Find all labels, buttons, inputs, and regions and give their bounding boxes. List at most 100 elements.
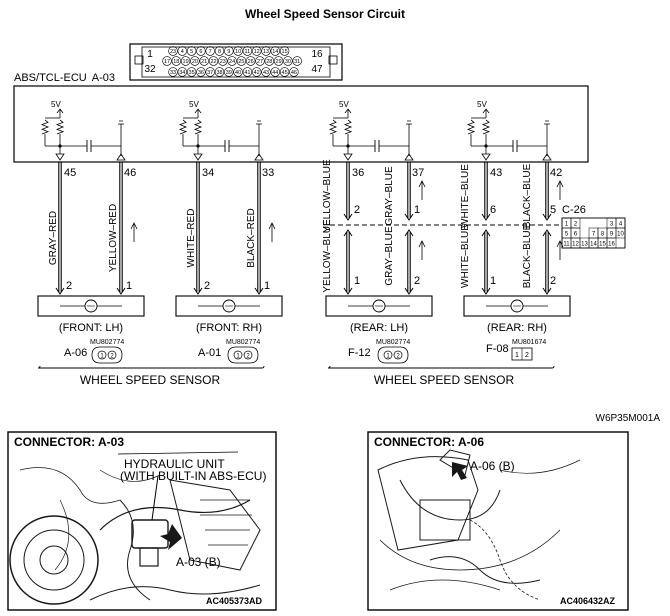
ecu-pin-number: 42 <box>254 70 260 76</box>
front-lh-pin-2: 2 <box>66 280 72 292</box>
ecu-terminal-34: 34 <box>202 167 214 179</box>
c26-pin-5: 5 <box>550 204 556 216</box>
group-label-rear: WHEEL SPEED SENSOR <box>374 373 515 387</box>
ecu-pin-number: 30 <box>285 59 291 65</box>
ecu-pin-number: 19 <box>183 59 189 65</box>
rear-rh-pin-1: 1 <box>490 275 496 287</box>
rear-rh-connector-id: F-08 <box>486 343 509 355</box>
svg-text:2: 2 <box>525 352 529 359</box>
svg-text:1: 1 <box>515 352 519 359</box>
ecu-pin-number: 22 <box>210 59 216 65</box>
ecu-pin-number: 41 <box>244 70 250 76</box>
ecu-pin-number: 38 <box>216 70 222 76</box>
front-lh-pin-1: 1 <box>126 280 132 292</box>
ecu-pin-number: 6 <box>199 49 202 55</box>
rear-lh-pin-1: 1 <box>354 275 360 287</box>
rear-rh-part: MU801674 <box>512 339 546 346</box>
c26-cell-number: 6 <box>574 232 578 238</box>
front-rh-pin-2: 2 <box>204 280 210 292</box>
harness-wires <box>55 162 564 295</box>
rear-rh-label: (REAR: RH) <box>487 322 547 334</box>
svg-text:1: 1 <box>236 354 240 360</box>
c26-cell-number: 15 <box>599 242 606 248</box>
ecu-pin-number: 28 <box>266 59 272 65</box>
svg-text:2: 2 <box>110 354 114 360</box>
ecu-terminal-46: 46 <box>124 167 136 179</box>
ecu-pin-number: 29 <box>276 59 282 65</box>
c26-cell-number: 2 <box>574 222 578 228</box>
photo-a03-title: CONNECTOR: A-03 <box>14 435 124 449</box>
ecu-input-circuit: 5V <box>328 100 414 161</box>
c26-cell-number: 16 <box>608 242 615 248</box>
ecu-pin-number: 26 <box>248 59 254 65</box>
ecu-pin-number: 37 <box>207 70 213 76</box>
sensor-box-front-lh <box>37 295 145 317</box>
front-lh-part: MU802774 <box>90 339 124 346</box>
ecu-pin-number: 8 <box>218 49 221 55</box>
wire-gray-red: GRAY–RED <box>48 211 59 265</box>
ecu-pin-number: 31 <box>294 59 300 65</box>
supply-5v-label: 5V <box>189 100 199 109</box>
ecu-pin-number: 34 <box>179 70 185 76</box>
ecu-pin-number: 23 <box>220 59 226 65</box>
c26-cell-number: 12 <box>572 242 579 248</box>
sensor-box-front-rh <box>175 295 283 317</box>
wire-black-red: BLACK–RED <box>246 208 257 267</box>
photo-a03-callout-abs-ecu: (WITH BUILT-IN ABS-ECU) <box>120 469 266 483</box>
ecu-pin-number: 20 <box>192 59 198 65</box>
front-rh-connector-id: A-01 <box>198 347 221 359</box>
ecu-pin-number: 17 <box>164 59 170 65</box>
ecu-pin-number: 45 <box>282 70 288 76</box>
ecu-input-circuit: 5V <box>178 100 264 161</box>
ecu-box <box>13 85 589 163</box>
ecu-pin-number: 36 <box>198 70 204 76</box>
c26-label: C-26 <box>562 204 586 216</box>
wire-white-blue-upper: WHITE–BLUE <box>460 164 471 228</box>
ecu-pin-number: 21 <box>201 59 207 65</box>
ecu-pin-number: 25 <box>238 59 244 65</box>
wire-yellow-red: YELLOW–RED <box>108 204 119 272</box>
rear-lh-part: MU802774 <box>376 339 410 346</box>
ecu-pin-number: 15 <box>282 49 288 55</box>
ecu-terminal-33: 33 <box>262 167 274 179</box>
rear-lh-connector-id: F-12 <box>348 347 371 359</box>
photo-a06-code: AC406432AZ <box>560 596 616 606</box>
ecu-pin-32: 32 <box>144 64 156 75</box>
c26-cell-number: 1 <box>565 222 569 228</box>
c26-cell-number: 13 <box>581 242 588 248</box>
ecu-pin-number: 43 <box>263 70 269 76</box>
ecu-pin-16: 16 <box>311 49 323 60</box>
ecu-terminal-42: 42 <box>550 167 562 179</box>
front-rh-pin-1: 1 <box>264 280 270 292</box>
ecu-pin-number: 12 <box>254 49 260 55</box>
svg-text:1: 1 <box>386 354 390 360</box>
photo-a06-title: CONNECTOR: A-06 <box>374 435 484 449</box>
c26-pin-1: 1 <box>414 204 420 216</box>
c26-cell-number: 10 <box>617 232 624 238</box>
c26-cell-number: 11 <box>563 242 570 248</box>
wire-gray-blue-upper: GRAY–BLUE <box>384 166 395 226</box>
supply-5v-label: 5V <box>477 100 487 109</box>
wire-yellow-blue-upper: YELLOW–BLUE <box>322 159 333 233</box>
front-lh-label: (FRONT: LH) <box>59 322 123 334</box>
ecu-pin-number: 13 <box>263 49 269 55</box>
photo-a03-code: AC405373AD <box>206 596 263 606</box>
svg-text:2: 2 <box>396 354 400 360</box>
rear-lh-pin-2: 2 <box>414 275 420 287</box>
figure-code: W6P35M001A <box>596 413 661 424</box>
wire-black-blue-lower: BLACK–BLUE <box>522 223 533 288</box>
c26-cell-number: 9 <box>610 232 614 238</box>
group-label-front: WHEEL SPEED SENSOR <box>80 373 221 387</box>
ecu-pin-number: 4 <box>181 49 184 55</box>
ecu-pin-number: 14 <box>272 49 278 55</box>
sensor-box-rear-lh <box>325 295 433 317</box>
ecu-pin-1: 1 <box>147 49 153 60</box>
wire-black-blue-upper: BLACK–BLUE <box>522 163 533 228</box>
wire-gray-blue-lower: GRAY–BLUE <box>384 226 395 286</box>
wire-white-blue-lower: WHITE–BLUE <box>460 224 471 288</box>
